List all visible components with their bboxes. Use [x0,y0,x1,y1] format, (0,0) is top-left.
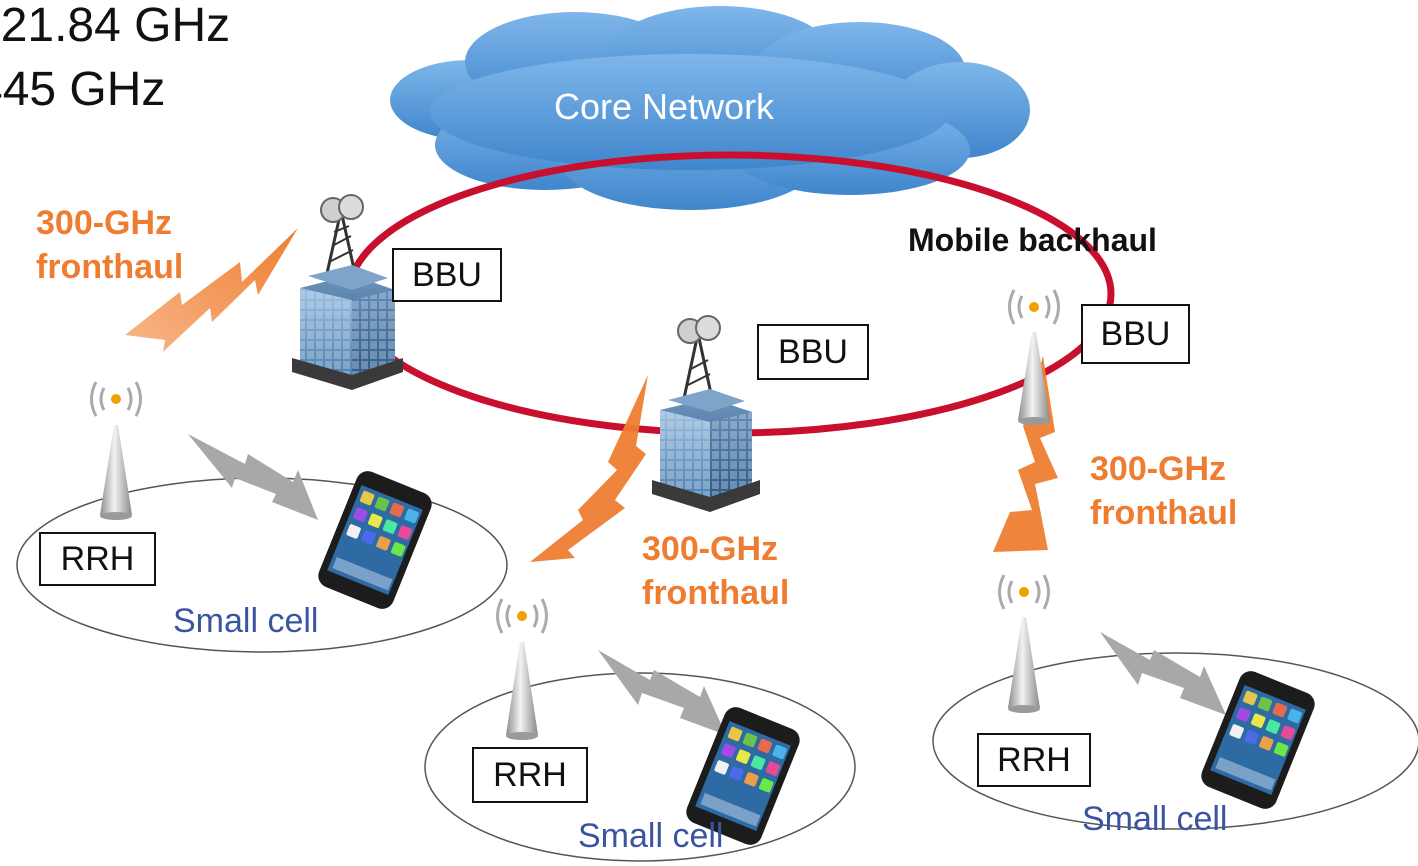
fronthaul-label-top-left: 300-GHz fronthaul [36,201,183,289]
core-network-label: Core Network [554,86,775,127]
fronthaul-label-line1: 300-GHz [36,204,173,242]
smartphone-right [1201,671,1315,809]
wireless-link-left [188,434,318,520]
wireless-link-middle [598,650,726,735]
fronthaul-label-line1: 300-GHz [642,530,779,568]
core-network-cloud [390,6,1030,210]
smartphone-left [318,471,432,609]
bbu-building-middle [652,315,760,512]
smartphone-middle [686,707,800,845]
antenna-tower-middle-rrh [496,598,548,740]
small-cell-label-right: Small cell [1082,800,1228,838]
fronthaul-bolt-top-left [125,228,298,352]
mobile-backhaul-label: Mobile backhaul [908,222,1157,258]
small-cell-ellipse-middle [424,672,856,862]
wireless-link-right [1100,632,1226,715]
fronthaul-label-line2: fronthaul [1090,494,1238,532]
antenna-tower-right-rrh [998,574,1050,713]
bbu-label-left: BBU [392,248,502,302]
frequency-line-2: 445 GHz [0,63,166,116]
fronthaul-label-line1: 300-GHz [1090,450,1227,488]
antenna-tower-right-bbu [1008,289,1060,425]
rrh-label-right: RRH [977,733,1091,787]
fronthaul-label-line2: fronthaul [36,248,184,286]
rrh-label-middle: RRH [472,747,588,803]
bbu-label-middle: BBU [757,324,869,380]
antenna-tower-left-rrh [90,381,142,520]
fronthaul-label-middle: 300-GHz fronthaul [642,527,789,615]
fronthaul-label-line2: fronthaul [642,574,790,612]
frequency-line-1: 321.84 GHz [0,0,231,52]
fronthaul-label-right: 300-GHz fronthaul [1090,447,1237,535]
small-cell-ellipse-right [932,652,1418,830]
small-cell-label-middle: Small cell [578,817,724,855]
fronthaul-bolt-middle [530,375,648,562]
bbu-building-left [292,194,403,390]
bbu-label-right: BBU [1081,304,1190,364]
small-cell-label-left: Small cell [173,602,319,640]
rrh-label-left: RRH [39,532,156,586]
